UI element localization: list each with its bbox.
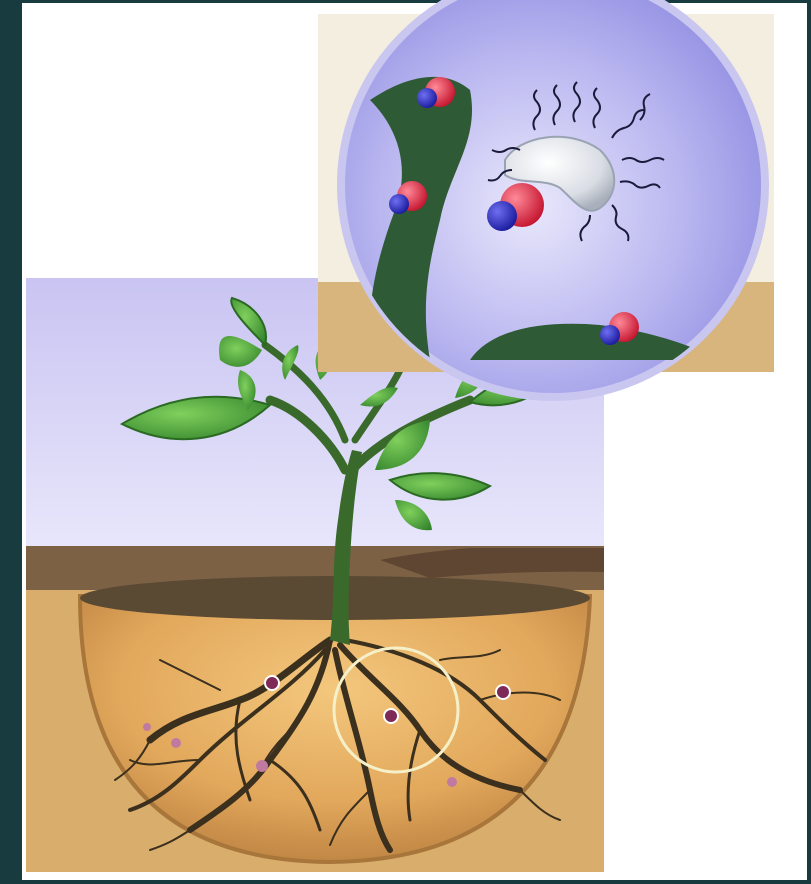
magnified-inset: [318, 0, 774, 397]
root-particle-icon: [447, 777, 457, 787]
root-particle-icon: [171, 738, 181, 748]
root-particle-icon: [256, 760, 268, 772]
root-particle-icon: [265, 676, 279, 690]
root-particle-icon: [496, 685, 510, 699]
root-particle-icon: [384, 709, 398, 723]
root-particle-icon: [143, 723, 151, 731]
